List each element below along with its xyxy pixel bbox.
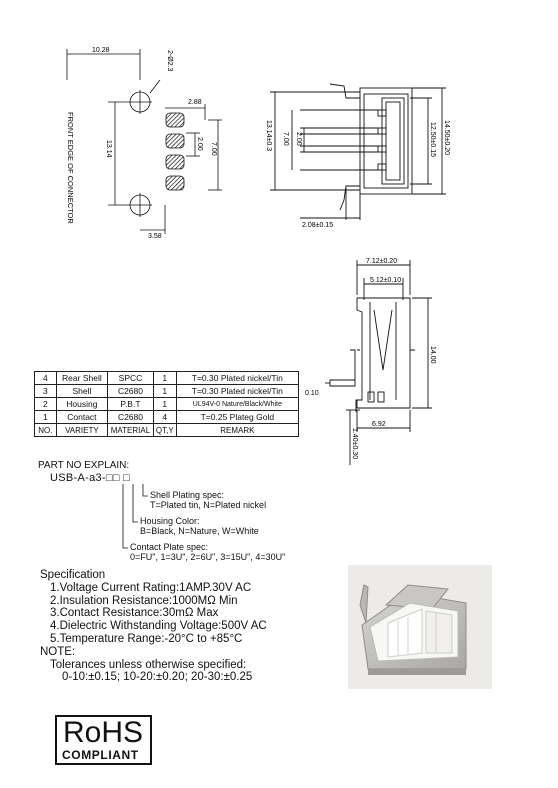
rohs-text: RoHS [63,716,144,749]
bom-variety: Housing [55,397,109,411]
contact-plate-label: Contact Plate spec: [130,542,209,552]
product-photo [348,565,492,689]
bom-qty: 1 [152,397,177,411]
part-no-leaders [122,484,148,549]
spec-title: Specification [40,569,106,581]
bom-header-no: NO. [34,423,57,437]
rohs-logo: RoHS COMPLIANT [55,715,152,765]
pad-2 [165,133,185,149]
bom-material: P.B.T [107,397,154,411]
spec-item: 4.Dielectric Withstanding Voltage:500V A… [50,620,267,633]
usb-connector-image [348,565,492,689]
side-dim-body-label: 13.14±0.3 [265,120,272,151]
side-view-drawing: 13.14±0.3 7.00 2.00 12.50±0.15 14.50±0.2… [265,83,450,229]
bom-variety: Contact [55,410,109,424]
table-header-row: NO. VARIETY MATERIAL QT,Y REMARK [34,423,300,437]
bom-remark: T=0.25 Plateg Gold [175,410,300,424]
front-edge-label: FRONT EDGE OF CONNECTOR [66,112,75,224]
side-dim-pitch-label: 2.00 [295,132,302,146]
bom-table: 4 Rear Shell SPCC 1 T=0.30 Plated nickel… [34,371,300,437]
contact-plate-values: 0=FU", 1=3U", 2=6U", 3=15U", 4=30U" [130,552,286,562]
bom-no: 2 [34,397,57,411]
tolerance-line: 0-10:±0.15; 10-20:±0.20; 20-30:±0.25 [62,671,253,684]
bom-no: 3 [34,384,57,398]
bom-header-material: MATERIAL [107,423,154,437]
housing-color-values: B=Black, N=Nature, W=White [140,526,259,536]
shell-plating-values: T=Plated tin, N=Plated nickel [150,500,267,510]
bom-header-qty: QT,Y [152,423,177,437]
front-dim-pin-label: 1.40±0.30 [351,428,358,459]
table-row: 3 Shell C2680 1 T=0.30 Plated nickel/Tin [34,384,300,398]
specification-block: Specification 1.Voltage Current Rating:1… [40,569,267,684]
dim-bottom-label: 3.58 [148,233,162,240]
note-line: Tolerances unless otherwise specified: [50,658,247,671]
bom-remark: T=0.30 Plated nickel/Tin [175,384,300,398]
bom-qty: 1 [152,371,177,385]
bom-header-variety: VARIETY [55,423,109,437]
spec-item: 2.Insulation Resistance:1000MΩ Min [50,594,238,607]
bom-header-remark: REMARK [175,423,300,437]
dim-span-label: 7.00 [210,142,217,156]
front-dim-top-inner-label: 5.12±0.10 [370,277,401,284]
side-dim-inner-label: 12.50±0.15 [429,122,436,157]
dim-pad-label: 2.88 [188,99,202,106]
table-row: 1 Contact C2680 4 T=0.25 Plateg Gold [34,410,300,424]
part-no-title: PART NO EXPLAIN: [38,460,130,471]
dim-holes-label: 2-Ø2.3 [166,50,173,72]
spec-item: 5.Temperature Range:-20°C to +85°C [50,632,243,645]
side-dim-overall-label: 14.50±0.20 [443,120,450,155]
dim-pitch-label: 2.00 [196,137,203,151]
bom-material: SPCC [107,371,154,385]
table-row: 4 Rear Shell SPCC 1 T=0.30 Plated nickel… [34,371,300,385]
side-dim-span-label: 7.00 [282,132,289,146]
bom-material: C2680 [107,410,154,424]
dim-height-label: 13.14 [105,140,112,158]
shell-plating-label: Shell Plating spec: [150,490,225,500]
side-dim-bottom-label: 2.08±0.15 [302,222,333,229]
bom-variety: Shell [55,384,109,398]
front-dim-height-label: 14.00 [429,346,436,364]
pad-4 [165,175,185,191]
front-dim-top-outer-label: 7.12±0.20 [366,258,397,265]
rohs-compliant-text: COMPLIANT [62,748,139,762]
bom-qty: 1 [152,384,177,398]
front-dim-small-label: 0.10 [305,390,319,397]
pad-1 [165,112,185,128]
footprint-drawing: 10.28 2-Ø2.3 2.88 13.14 2.00 7.00 3.58 F… [66,47,222,240]
front-dim-bottom-label: 6.92 [372,421,386,428]
note-title: NOTE: [40,645,76,658]
bom-no: 4 [34,371,57,385]
bom-remark: UL94V-0 Nature/Black/White [175,397,300,411]
bom-qty: 4 [152,410,177,424]
part-no-code: USB-A-a3-□□ □ [50,472,131,484]
table-row: 2 Housing P.B.T 1 UL94V-0 Nature/Black/W… [34,397,300,411]
front-view-drawing: 7.12±0.20 5.12±0.10 14.00 0.10 6.92 1.40… [305,258,436,465]
bom-no: 1 [34,410,57,424]
housing-color-label: Housing Color: [140,516,200,526]
pad-3 [165,154,185,170]
bom-material: C2680 [107,384,154,398]
bom-remark: T=0.30 Plated nickel/Tin [175,371,300,385]
spec-item: 3.Contact Resistance:30mΩ Max [50,607,219,620]
dim-width-label: 10.28 [92,47,110,54]
spec-item: 1.Voltage Current Rating:1AMP.30V AC [50,581,252,594]
bom-variety: Rear Shell [55,371,109,385]
